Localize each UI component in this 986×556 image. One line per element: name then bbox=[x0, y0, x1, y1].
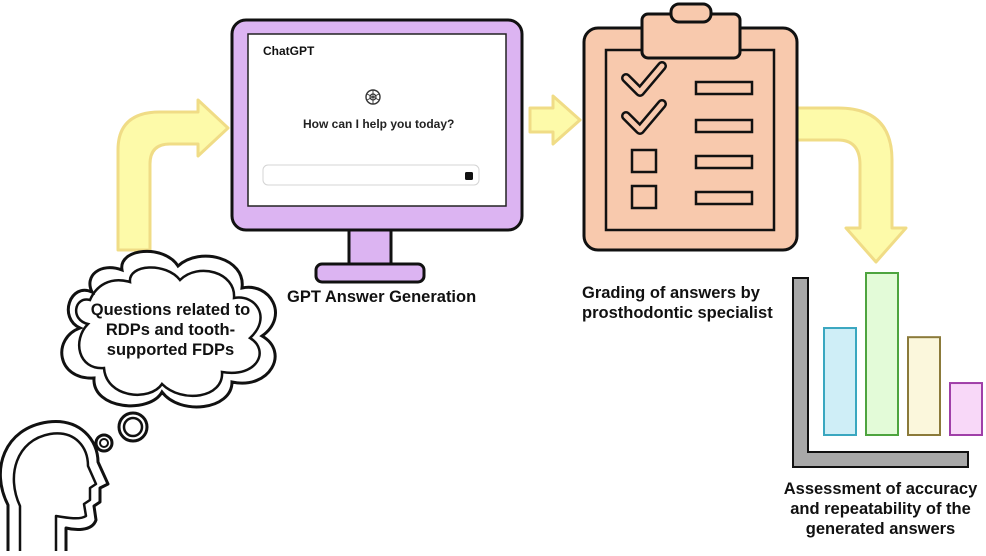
send-icon bbox=[465, 172, 473, 180]
empty-checkbox-icon bbox=[630, 184, 658, 210]
questions-label: Questions related to RDPs and tooth- sup… bbox=[73, 300, 268, 360]
chart-bar bbox=[823, 327, 857, 436]
generation-label-text: GPT Answer Generation bbox=[287, 288, 477, 306]
questions-label-line: supported FDPs bbox=[106, 341, 235, 359]
chart-axes bbox=[792, 277, 969, 468]
generation-label: GPT Answer Generation bbox=[287, 287, 476, 307]
questions-label-line: Questions related to bbox=[90, 301, 251, 319]
chatgpt-prompt-text: How can I help you today? bbox=[303, 117, 455, 131]
grading-label: Grading of answers by prosthodontic spec… bbox=[582, 283, 773, 323]
chart-bar bbox=[907, 336, 941, 437]
chart-bar bbox=[949, 382, 983, 437]
chart-bar bbox=[865, 272, 899, 436]
assessment-label-line: and repeatability of the bbox=[790, 500, 971, 518]
thought-cloud bbox=[60, 250, 277, 409]
checklist-row bbox=[630, 148, 754, 174]
monitor-icon bbox=[230, 18, 524, 284]
person-head-icon bbox=[0, 420, 110, 551]
assessment-label-line: generated answers bbox=[805, 520, 956, 538]
checklist-line bbox=[694, 154, 754, 170]
assessment-label-line: Assessment of accuracy bbox=[783, 480, 978, 498]
checkmark-icon bbox=[623, 101, 665, 133]
bar-chart-icon bbox=[792, 272, 983, 468]
arrow-grading-to-assessment bbox=[794, 106, 908, 264]
clipboard-icon bbox=[582, 2, 799, 252]
checklist-row bbox=[630, 184, 754, 210]
checklist-line bbox=[694, 118, 754, 134]
checklist-row bbox=[621, 99, 754, 135]
arrow-generation-to-grading bbox=[528, 94, 582, 146]
grading-label-line: prosthodontic specialist bbox=[582, 304, 773, 322]
openai-logo-icon bbox=[365, 89, 381, 105]
assessment-label: Assessment of accuracy and repeatability… bbox=[778, 479, 983, 539]
questions-label-line: RDPs and tooth- bbox=[105, 321, 236, 339]
checklist-row bbox=[621, 61, 754, 97]
arrow-questions-to-generation bbox=[116, 98, 230, 252]
empty-checkbox-icon bbox=[630, 148, 658, 174]
grading-label-line: Grading of answers by bbox=[582, 284, 760, 302]
checklist-line bbox=[694, 190, 754, 206]
chatgpt-app-title: ChatGPT bbox=[263, 44, 315, 58]
checklist-line bbox=[694, 80, 754, 96]
thought-bubbles bbox=[94, 411, 149, 453]
checkmark-icon bbox=[623, 63, 665, 95]
chat-input-box bbox=[262, 164, 480, 186]
